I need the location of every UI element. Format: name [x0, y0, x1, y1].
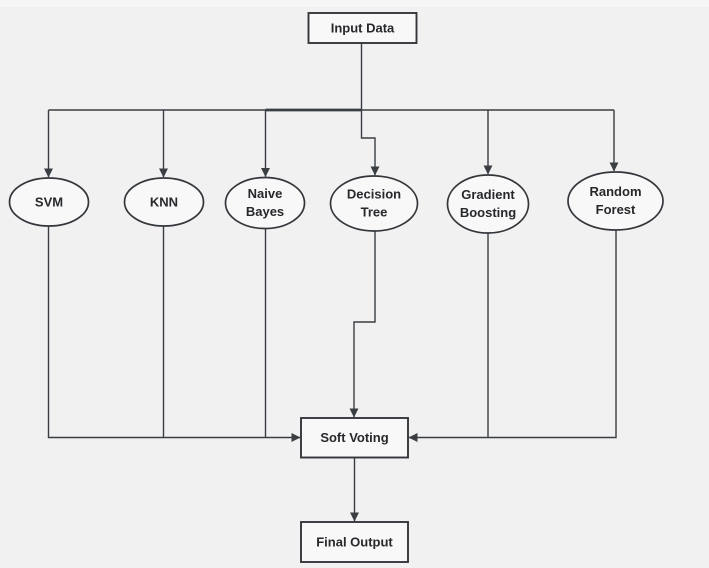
random-forest-ellipse: [567, 171, 664, 231]
node-gradient-boosting: Gradient Boosting: [446, 174, 530, 234]
gradient-boosting-label-line2: Boosting: [460, 205, 516, 220]
input-data-box: [307, 12, 418, 44]
knn-ellipse: [123, 177, 205, 227]
svm-label: SVM: [35, 195, 63, 210]
naive-bayes-label-line1: Naive: [248, 186, 283, 201]
node-svm: SVM: [8, 177, 90, 227]
node-soft-voting: Soft Voting: [300, 417, 409, 459]
knn-label: KNN: [150, 195, 178, 210]
node-input-data: Input Data: [307, 12, 418, 44]
node-decision-tree: Decision Tree: [329, 175, 419, 232]
node-random-forest: Random Forest: [567, 171, 664, 231]
input-data-label: Input Data: [331, 21, 395, 36]
edge-input-to-decision-tree: [360, 43, 380, 176]
naive-bayes-label-line2: Bayes: [246, 204, 284, 219]
naive-bayes-ellipse: [224, 176, 306, 230]
decision-tree-label-line1: Decision: [347, 187, 401, 202]
top-strip: [0, 0, 709, 7]
svm-ellipse: [8, 177, 90, 227]
random-forest-label-line2: Forest: [596, 202, 636, 217]
soft-voting-label: Soft Voting: [320, 430, 388, 445]
random-forest-label-line1: Random: [590, 184, 642, 199]
node-knn: KNN: [123, 177, 205, 227]
edge-random-forest-to-soft-voting: [408, 230, 617, 442]
node-final-output: Final Output: [300, 521, 409, 563]
gradient-boosting-ellipse: [446, 174, 530, 234]
decision-tree-label-line2: Tree: [361, 205, 388, 220]
final-output-label: Final Output: [316, 535, 393, 550]
decision-tree-ellipse: [329, 175, 419, 232]
node-naive-bayes: Naive Bayes: [224, 176, 306, 230]
gradient-boosting-label-line1: Gradient: [461, 187, 515, 202]
edge-decision-tree-to-soft-voting: [349, 231, 376, 418]
soft-voting-box: [300, 417, 409, 459]
final-output-box: [300, 521, 409, 563]
edge-svm-to-soft-voting: [47, 226, 301, 442]
